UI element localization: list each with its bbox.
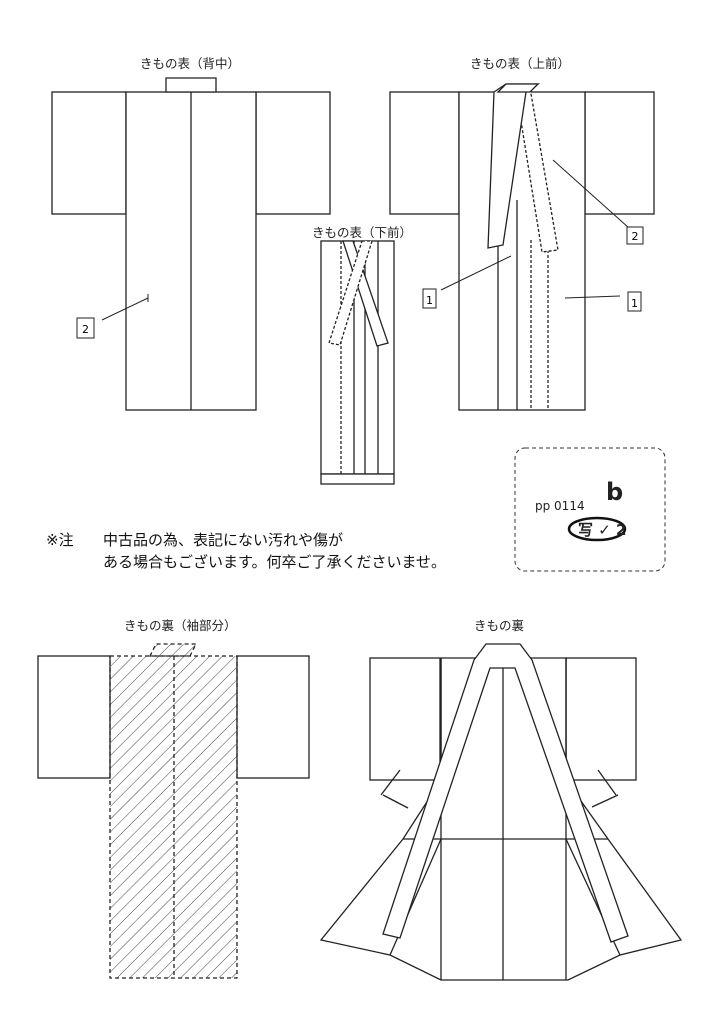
note-mark: ※注 [46,531,74,549]
label-kimono-lining-sleeve: きもの裏（袖部分） [124,618,237,633]
marker-back-2: 2 [82,323,89,336]
marker-upper-2: 2 [632,230,639,243]
label-kimono-lower-front: きもの表（下前） [312,225,413,240]
stamp-handwritten: 写 ✓ 2 [578,521,627,539]
kimono-back-diagram [51,77,331,411]
kimono-upper-front-diagram [389,83,655,411]
handwritten-circle [567,516,627,542]
note-line-1: 中古品の為、表記にない汚れや傷が [103,531,344,549]
stamp-suffix: b [606,478,624,506]
label-kimono-lining: きもの裏 [474,618,525,633]
kimono-lower-front-diagram [320,240,395,485]
note-line-2: ある場合もございます。何卒ご了承くださいませ。 [103,553,447,571]
kimono-lining-sleeve-diagram [37,643,310,979]
stamp-code: pp 0114 [535,499,585,513]
stamp-box [514,447,666,572]
marker-upper-1-left: 1 [426,294,433,307]
label-kimono-upper-front: きもの表（上前） [470,56,571,71]
label-kimono-back: きもの表（背中） [140,56,241,71]
kimono-lining-diagram [319,643,683,981]
marker-upper-1-right: 1 [631,297,638,310]
